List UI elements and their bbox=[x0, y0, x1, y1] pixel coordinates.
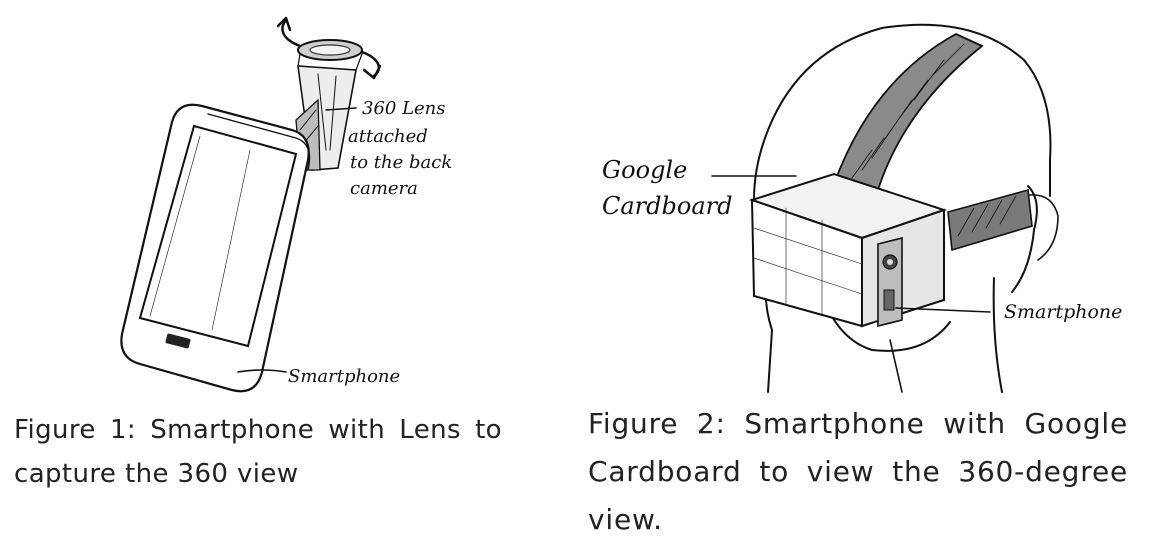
viewer-phone-callout-label: Smartphone bbox=[1004, 301, 1122, 323]
figure-1-caption: Figure 1: Smartphone with Lens to captur… bbox=[14, 415, 502, 489]
cardboard-callout-line-1: Google bbox=[602, 156, 687, 184]
rotate-left-arrow-icon bbox=[276, 16, 302, 48]
lens-callout-line-2: attached bbox=[348, 126, 428, 147]
viewer-phone-callout-line bbox=[895, 307, 991, 313]
smartphone-with-lens-sketch: 360 Lens attached to the back camera Sma… bbox=[120, 16, 452, 393]
lens-callout-line bbox=[325, 107, 357, 111]
cardboard-callout-line-2: Cardboard bbox=[602, 192, 732, 220]
lens-callout-line-4: camera bbox=[350, 178, 418, 199]
cardboard-viewer bbox=[748, 172, 948, 328]
rotate-right-arrow-icon bbox=[360, 50, 382, 80]
google-cardboard-head-sketch: Google Cardboard Smartphone bbox=[602, 23, 1122, 393]
lens-callout-line-1: 360 Lens bbox=[362, 98, 446, 119]
figure-2-caption: Figure 2: Smartphone with Google Cardboa… bbox=[588, 407, 1128, 536]
smartphone-body bbox=[120, 103, 311, 393]
lens-callout-line-3: to the back bbox=[350, 152, 452, 173]
head-strap bbox=[832, 32, 1033, 252]
figure-2-panel: Google Cardboard Smartphone Figure 2: Sm… bbox=[572, 0, 1156, 542]
phone-callout-line bbox=[237, 369, 287, 373]
viewer-smartphone bbox=[877, 236, 903, 328]
phone-callout-label: Smartphone bbox=[288, 366, 400, 387]
figure-1-panel: 360 Lens attached to the back camera Sma… bbox=[0, 0, 572, 542]
